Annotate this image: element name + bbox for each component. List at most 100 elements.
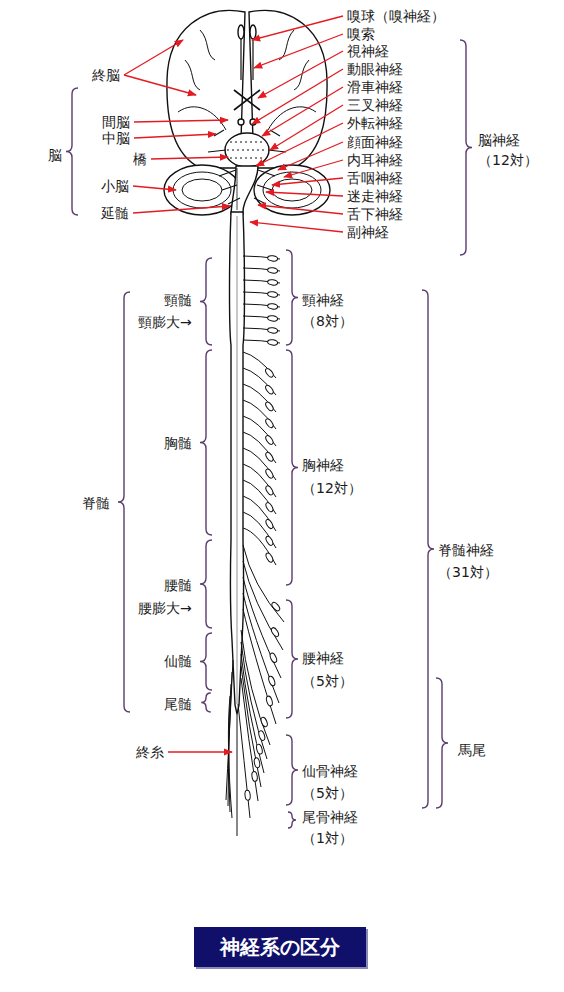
spinal-ganglion xyxy=(251,771,258,782)
spinal-nerve xyxy=(241,678,258,801)
leader-arrow xyxy=(278,142,343,170)
gyri-lines xyxy=(178,30,316,130)
spinal-nerve xyxy=(243,416,276,446)
optic-chiasm xyxy=(234,90,260,110)
spinal-ganglion xyxy=(264,384,274,395)
spinal-nerve xyxy=(241,666,261,787)
spinal-ganglion xyxy=(265,502,275,513)
bracket xyxy=(460,40,472,255)
mammillary-body xyxy=(238,119,244,125)
spinal-nerve xyxy=(243,577,281,678)
part-label: 外転神経 xyxy=(347,114,403,132)
spinal-nerve xyxy=(243,400,276,429)
spinal-nerve xyxy=(243,528,276,565)
part-label: 馬尾 xyxy=(458,741,486,759)
leader-arrow xyxy=(124,75,196,95)
cauda-equina-strand xyxy=(228,696,232,818)
spinal-nerve xyxy=(241,642,267,759)
spinal-ganglion xyxy=(265,485,275,496)
spinal-ganglion xyxy=(267,279,278,286)
spinal-ganglion xyxy=(267,255,278,262)
part-label: 嗅球（嗅神経） xyxy=(347,7,445,25)
leader-arrow xyxy=(254,34,343,68)
cerebellum-fold xyxy=(182,179,222,201)
leader-arrow xyxy=(256,123,343,166)
part-label: （1対） xyxy=(302,829,353,847)
bracket xyxy=(66,88,78,215)
part-label: 間脳 xyxy=(102,113,130,131)
bracket xyxy=(288,812,296,828)
spinal-ganglion xyxy=(265,468,275,479)
spinal-ganglion xyxy=(265,535,274,546)
part-label: 腰髄 xyxy=(164,576,192,594)
spinal-ganglion xyxy=(258,730,266,741)
spinal-ganglion xyxy=(244,790,250,800)
leader-arrow xyxy=(266,192,343,196)
filum-terminale xyxy=(237,714,238,836)
part-label: 終脳 xyxy=(92,66,120,84)
leader-arrow xyxy=(133,206,230,213)
part-label: 胸髄 xyxy=(164,434,192,452)
spinal-ganglion xyxy=(264,434,274,445)
leader-arrow xyxy=(252,69,343,124)
leader-arrow xyxy=(124,40,183,75)
bracket xyxy=(200,540,212,628)
spinal-ganglion xyxy=(265,695,273,706)
leader-arrow xyxy=(258,51,343,98)
leader-arrow xyxy=(252,16,343,40)
brackets xyxy=(66,40,472,828)
spinal-ganglion xyxy=(269,652,278,663)
part-label: 中脳 xyxy=(102,129,130,147)
bracket xyxy=(200,258,212,345)
part-label: 滑車神経 xyxy=(347,78,403,96)
bracket xyxy=(200,350,212,535)
medulla xyxy=(231,166,258,214)
part-label: 動眼神経 xyxy=(347,60,403,78)
spinal-nerve xyxy=(243,384,276,412)
part-label: 視神経 xyxy=(347,42,389,60)
leader-arrow xyxy=(134,134,216,138)
leader-arrow xyxy=(250,222,343,232)
spinal-nerve xyxy=(243,464,276,497)
part-label: （31対） xyxy=(438,563,498,581)
spinal-ganglion xyxy=(267,315,278,322)
part-label: 終糸 xyxy=(136,743,164,761)
part-label: 三叉神経 xyxy=(347,96,403,114)
part-label: 舌下神経 xyxy=(347,205,403,223)
part-label: （5対） xyxy=(302,784,353,802)
part-label: 腰神経 xyxy=(302,649,344,667)
spinal-ganglion xyxy=(264,451,274,462)
leader-lines xyxy=(124,16,343,752)
spinal-nerve xyxy=(243,352,276,378)
spinal-nerve xyxy=(238,704,250,818)
part-label: （12対） xyxy=(478,151,538,169)
part-label: 嗅索 xyxy=(347,25,375,43)
part-label: 胸神経 xyxy=(302,456,344,474)
spinal-nerve xyxy=(241,654,264,773)
bracket xyxy=(286,600,298,718)
part-label: 頸神経 xyxy=(302,291,344,309)
spinal-nerve xyxy=(243,480,276,514)
olfactory-bulb xyxy=(238,25,244,39)
title-band: 神経系の区分 xyxy=(194,927,366,967)
bracket xyxy=(436,678,448,808)
leader-arrow xyxy=(258,205,343,214)
spinal-ganglion xyxy=(260,716,269,727)
part-label: 脊髄神経 xyxy=(438,541,494,559)
part-label: 橋 xyxy=(133,150,147,168)
spinal-ganglion xyxy=(267,267,278,274)
pons-dots xyxy=(227,142,267,158)
spinal-ganglion xyxy=(267,339,278,346)
leader-arrow xyxy=(151,157,228,159)
spinal-ganglion xyxy=(253,757,260,768)
part-label: 副神経 xyxy=(347,223,389,241)
part-label: 尾骨神経 xyxy=(302,808,358,826)
spinal-ganglion xyxy=(267,327,278,334)
part-label: 脳神経 xyxy=(478,131,520,149)
bracket xyxy=(286,250,298,345)
bracket xyxy=(422,290,434,808)
part-label: （8対） xyxy=(302,312,353,330)
spinal-ganglion xyxy=(267,303,278,310)
spinal-ganglion xyxy=(264,401,274,412)
